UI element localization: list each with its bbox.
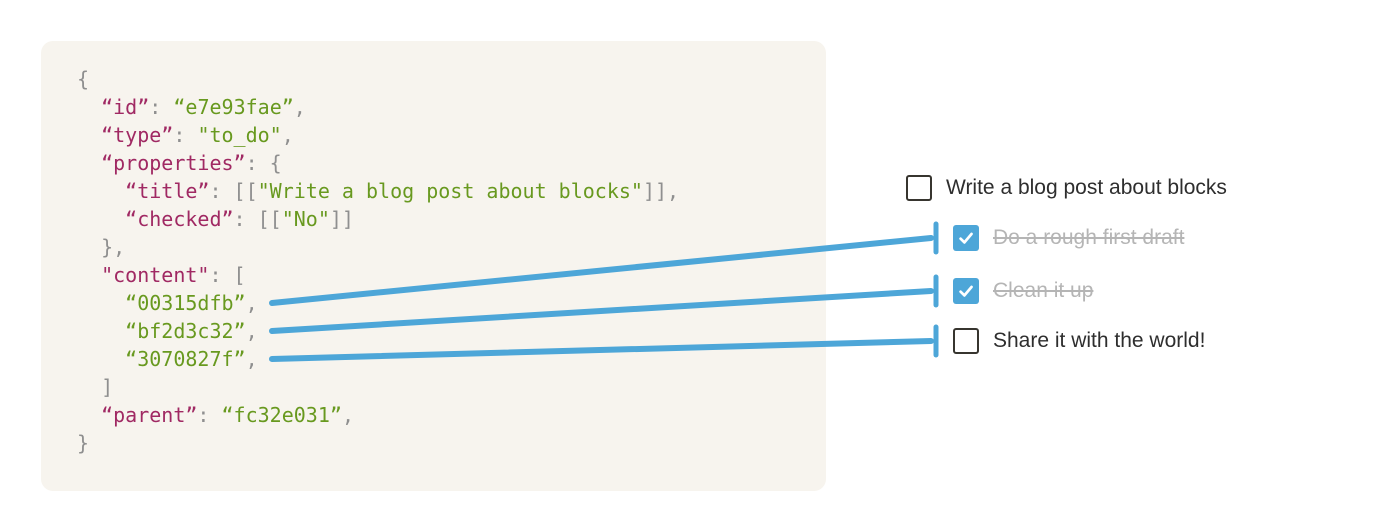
code-segment-punct: : <box>197 403 222 427</box>
code-segment-string: “bf2d3c32” <box>125 319 246 343</box>
code-segment-punct <box>77 403 101 427</box>
code-line: "content": [ <box>77 261 810 289</box>
code-segment-punct: , <box>341 403 354 427</box>
todo-item-label: Clean it up <box>993 279 1094 302</box>
code-segment-key: “properties” <box>101 151 246 175</box>
code-line: } <box>77 429 810 457</box>
code-segment-punct <box>77 207 125 231</box>
code-segment-punct: , <box>245 319 258 343</box>
checked-checkbox-icon[interactable] <box>953 278 979 304</box>
todo-item-label: Write a blog post about blocks <box>946 176 1227 199</box>
code-segment-punct: : <box>149 95 174 119</box>
json-code-block: { “id”: “e7e93fae”, “type”: "to_do", “pr… <box>41 41 826 457</box>
code-segment-string: "No" <box>281 207 330 231</box>
code-segment-string: “e7e93fae” <box>173 95 294 119</box>
code-line: “3070827f”, <box>77 345 810 373</box>
checkmark-icon <box>959 285 973 297</box>
code-segment-punct <box>77 263 101 287</box>
code-line: “bf2d3c32”, <box>77 317 810 345</box>
code-segment-punct <box>77 347 125 371</box>
code-line: ] <box>77 373 810 401</box>
todo-item-label: Share it with the world! <box>993 329 1206 352</box>
code-segment-key: “title” <box>125 179 210 203</box>
code-segment-string: “00315dfb” <box>125 291 246 315</box>
code-segment-key: “checked” <box>125 207 234 231</box>
code-line: “id”: “e7e93fae”, <box>77 93 810 121</box>
unchecked-checkbox-icon[interactable] <box>953 328 979 354</box>
code-segment-punct: : [ <box>209 263 246 287</box>
code-segment-key: “id” <box>101 95 150 119</box>
code-segment-string: "to_do" <box>197 123 282 147</box>
code-segment-punct: } <box>77 431 90 455</box>
code-segment-key: “type” <box>101 123 174 147</box>
code-line: “title”: [["Write a blog post about bloc… <box>77 177 810 205</box>
code-line: “properties”: { <box>77 149 810 177</box>
code-segment-punct <box>77 179 125 203</box>
code-segment-punct: : [[ <box>209 179 258 203</box>
code-segment-punct <box>77 319 125 343</box>
code-segment-punct <box>77 95 101 119</box>
todo-item-label: Do a rough first draft <box>993 226 1185 249</box>
code-segment-punct: , <box>245 291 258 315</box>
code-segment-punct: ]] <box>329 207 354 231</box>
code-line: “type”: "to_do", <box>77 121 810 149</box>
code-segment-punct <box>77 151 101 175</box>
todo-item: Share it with the world! <box>953 328 1205 354</box>
code-segment-punct: { <box>77 67 90 91</box>
code-segment-punct: ] <box>77 375 114 399</box>
code-segment-key: "content" <box>101 263 210 287</box>
code-segment-string: "Write a blog post about blocks" <box>257 179 643 203</box>
code-line: “parent”: “fc32e031”, <box>77 401 810 429</box>
todo-item: Write a blog post about blocks <box>906 175 1227 201</box>
code-segment-punct: , <box>281 123 294 147</box>
checked-checkbox-icon[interactable] <box>953 225 979 251</box>
code-segment-punct: }, <box>77 235 126 259</box>
code-segment-string: “fc32e031” <box>221 403 342 427</box>
code-segment-punct: , <box>245 347 258 371</box>
code-segment-punct: ]], <box>642 179 680 203</box>
code-segment-punct <box>77 123 101 147</box>
checkmark-icon <box>959 232 973 244</box>
todo-item: Clean it up <box>953 278 1093 304</box>
code-segment-punct: : { <box>245 151 282 175</box>
code-line: “00315dfb”, <box>77 289 810 317</box>
code-segment-string: “3070827f” <box>125 347 246 371</box>
json-code-panel: { “id”: “e7e93fae”, “type”: "to_do", “pr… <box>41 41 826 491</box>
code-segment-punct <box>77 291 125 315</box>
code-line: }, <box>77 233 810 261</box>
code-segment-punct: : <box>173 123 198 147</box>
code-segment-punct: , <box>293 95 306 119</box>
code-segment-punct: : [[ <box>233 207 282 231</box>
code-line: { <box>77 65 810 93</box>
code-line: “checked”: [["No"]] <box>77 205 810 233</box>
unchecked-checkbox-icon[interactable] <box>906 175 932 201</box>
todo-item: Do a rough first draft <box>953 225 1184 251</box>
code-segment-key: “parent” <box>101 403 198 427</box>
